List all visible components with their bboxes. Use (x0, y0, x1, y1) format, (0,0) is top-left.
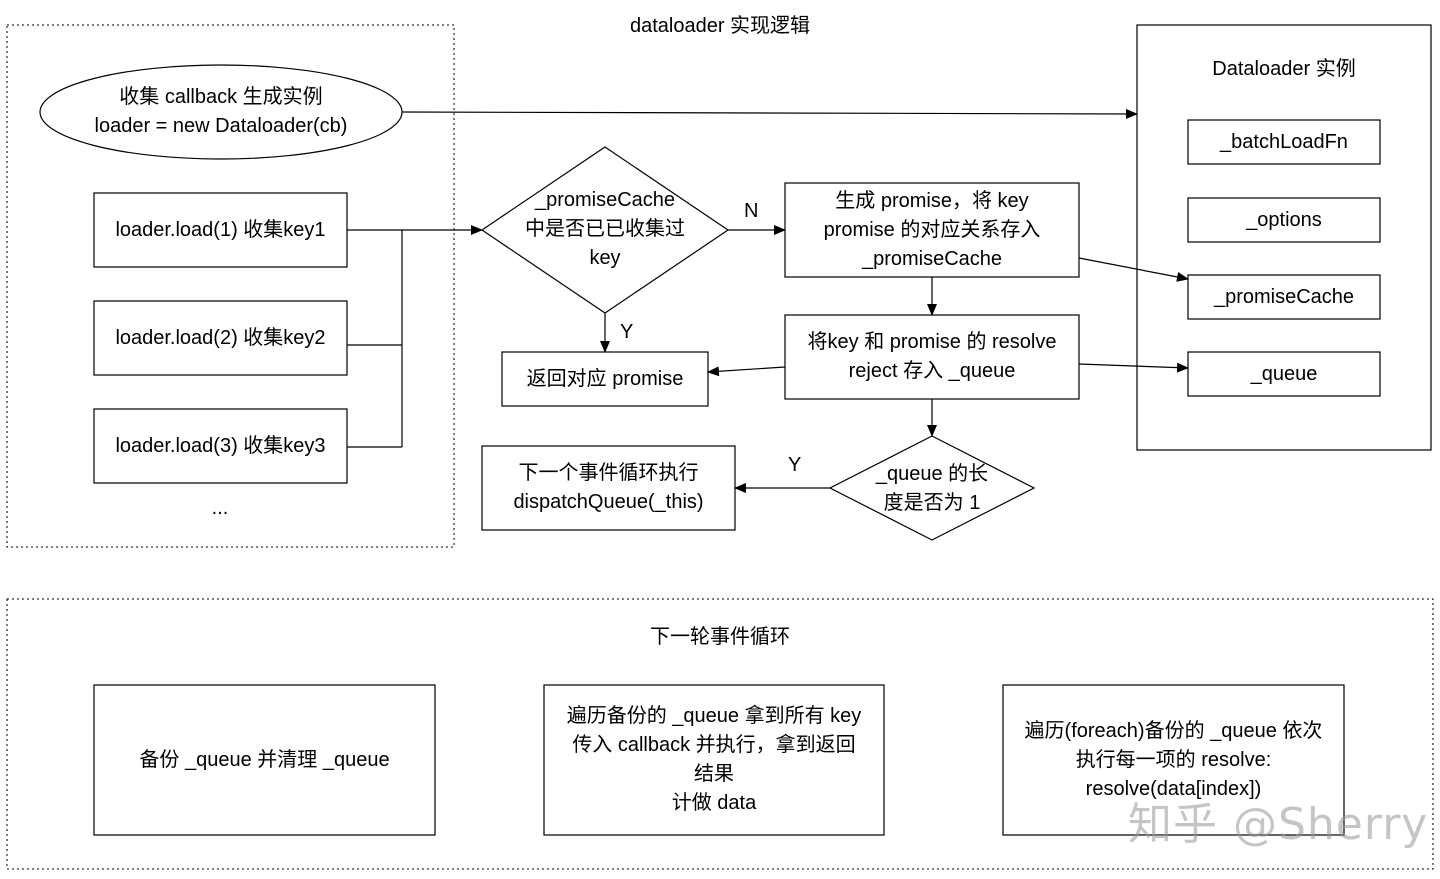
ellipsis-label: ... (211, 497, 229, 519)
collect-callback-label: 收集 callback 生成实例 loader = new Dataloader… (94, 86, 348, 137)
load-call-label-2: loader.load(2) 收集key2 (115, 326, 326, 349)
collect-phase-container (6, 24, 455, 548)
edge-label-n: N (744, 200, 759, 222)
next-step-label-2: 遍历备份的 _queue 拿到所有 key 传入 callback 并执行，拿到… (566, 705, 862, 814)
load-call-box-3 (93, 408, 348, 484)
field-box-options (1187, 197, 1381, 243)
field-label-batchloadfn: _batchLoadFn (1220, 130, 1348, 153)
next-step-box-3 (1002, 684, 1345, 836)
next-step-label-3: 遍历(foreach)备份的 _queue 依次 执行每一项的 resolve:… (1024, 719, 1323, 800)
store-resolve-label: 将key 和 promise 的 resolve reject 存入 _queu… (807, 331, 1057, 382)
instance-title: Dataloader 实例 (1212, 58, 1356, 80)
dispatch-label: 下一个事件循环执行 dispatchQueue(_this) (513, 462, 704, 513)
field-label-promisecache: _promiseCache (1213, 285, 1355, 308)
arrow-store-to-return (707, 366, 786, 377)
return-promise-box (501, 351, 709, 407)
diagram-title: dataloader 实现逻辑 (629, 15, 811, 37)
field-box-promisecache (1187, 274, 1381, 320)
next-loop-container (6, 598, 1434, 870)
next-step-box-2 (543, 684, 885, 836)
create-promise-label: 生成 promise，将 key promise 的对应关系存入 _promis… (823, 189, 1041, 270)
create-promise-box (784, 182, 1080, 278)
field-box-batchloadfn (1187, 119, 1381, 165)
next-step-label-1: 备份 _queue 并清理 _queue (139, 748, 390, 771)
arrow-create-to-promisecache (1078, 257, 1189, 282)
arrow-ellipse-to-instance (401, 108, 1138, 119)
dispatch-box (481, 445, 736, 531)
load-call-box-2 (93, 300, 348, 376)
field-box-queue (1187, 351, 1381, 397)
next-step-box-1 (93, 684, 436, 836)
load-call-label-1: loader.load(1) 收集key1 (115, 218, 326, 241)
decision-cache-label: _promiseCache 中是否已已收集过 key (525, 188, 685, 269)
watermark: 知乎 @Sherry (1128, 799, 1429, 850)
return-promise-label: 返回对应 promise (526, 367, 684, 390)
arrow-store-to-queue (1078, 362, 1189, 373)
next-loop-title: 下一轮事件循环 (650, 626, 790, 648)
field-label-options: _options (1246, 208, 1322, 231)
load-call-box-1 (93, 192, 348, 268)
decision-queue-diamond (828, 435, 1036, 541)
edge-label-y-queue: Y (788, 454, 802, 476)
load-call-label-3: loader.load(3) 收集key3 (115, 434, 326, 457)
decision-queue-label: _queue 的长 度是否为 1 (875, 463, 989, 514)
field-label-queue: _queue (1250, 362, 1318, 385)
edge-label-y-cache: Y (620, 321, 634, 343)
